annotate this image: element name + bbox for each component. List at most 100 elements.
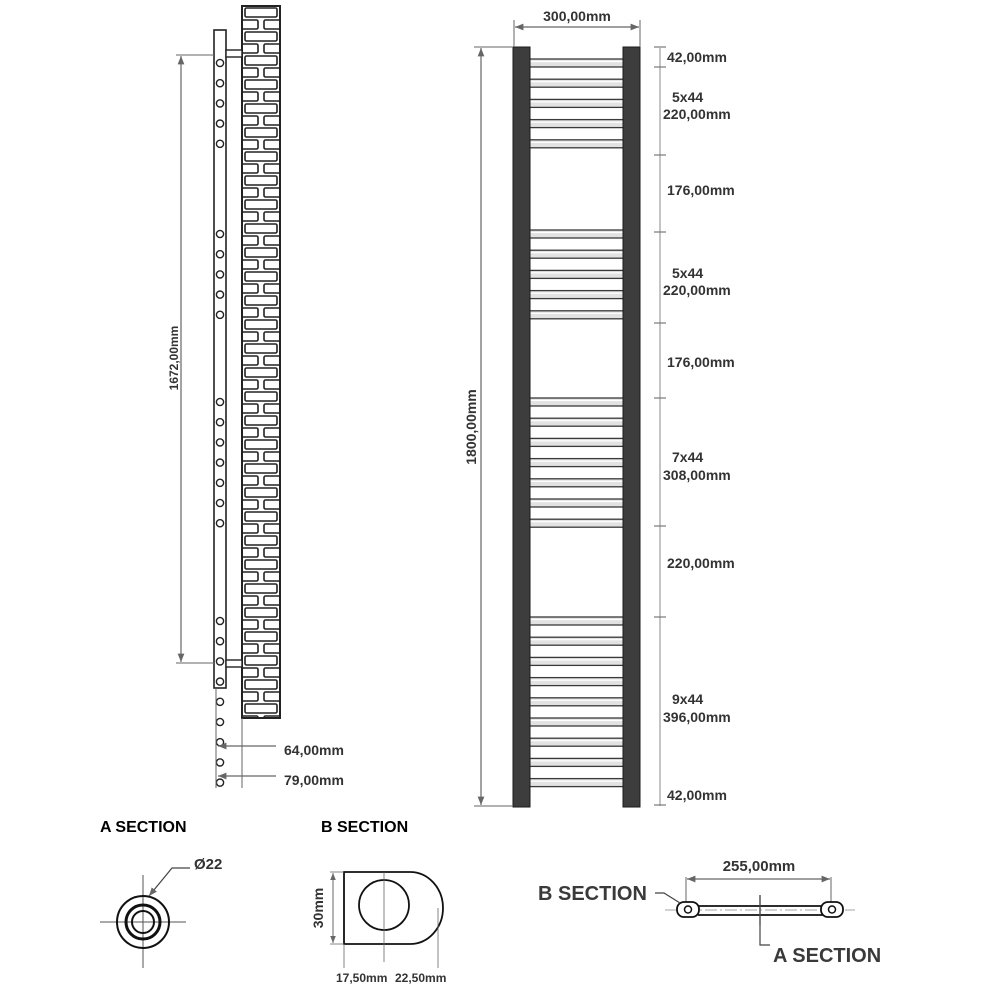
diameter-leader [148,867,190,897]
crossbars [526,58,627,788]
bar-end-marker-12 [215,417,225,427]
crossbar-24 [526,737,627,747]
crossbar-7 [526,249,627,259]
plan-width-label: 255,00mm [723,858,796,875]
bar-end-marker-24 [215,737,225,747]
bar-end-marker-3 [215,99,225,108]
plan-view: 255,00mm B SECTION A SECTION [538,858,881,967]
plan-left-bracket [676,901,700,918]
bottom-gap-label: 42,00mm [667,787,727,803]
crossbar-9 [526,289,627,300]
section-a: A SECTION Ø22 [100,819,222,968]
bar-end-marker-17 [215,518,225,528]
crossbar-14 [526,457,627,468]
section-a-title: A SECTION [100,819,187,836]
bar-end-markers [215,58,225,787]
group2-count-label: 5x44 [672,265,703,281]
group3-length-label: 308,00mm [663,467,731,483]
bar-end-marker-21 [215,677,225,686]
bracket-left-label: 17,50mm [336,971,387,985]
bar-end-marker-19 [215,636,225,646]
bar-end-marker-18 [215,616,225,626]
bar-end-marker-1 [215,58,225,68]
crossbar-20 [526,656,627,667]
diameter-label: Ø22 [194,856,222,873]
bar-end-marker-2 [215,78,225,88]
plan-a-section-leader [759,895,770,946]
bar-end-marker-10 [215,310,225,320]
plan-b-section-leader [655,892,681,904]
group1-count-label: 5x44 [672,89,703,105]
total-height-label: 1800,00mm [463,389,479,465]
crossbar-17 [526,518,627,528]
tube-mid-circle [124,903,162,941]
bar-end-marker-14 [215,458,225,467]
bar-end-marker-23 [215,717,225,727]
crossbar-21 [526,676,627,687]
side-rail-tube [213,29,227,689]
bar-end-marker-9 [215,290,225,299]
group3-count-label: 7x44 [672,449,703,465]
crossbar-3 [526,98,627,109]
top-wall-bracket [225,49,243,58]
bottom-wall-bracket [225,659,243,668]
crossbar-2 [526,78,627,88]
bar-end-marker-4 [215,119,225,128]
plan-b-section-label: B SECTION [538,883,647,905]
crossbar-23 [526,717,627,727]
bar-end-marker-5 [215,139,225,149]
bar-end-marker-20 [215,657,225,666]
bar-end-marker-25 [215,758,225,767]
brick-wall [241,5,281,719]
tube-outer-circle [116,895,170,949]
crossbar-8 [526,269,627,280]
plan-a-section-label: A SECTION [773,945,881,967]
bar-end-marker-26 [215,778,225,787]
bar-end-marker-16 [215,498,225,508]
crossbar-1 [526,58,627,68]
crossbar-19 [526,636,627,646]
group1-length-label: 220,00mm [663,106,731,122]
group2-length-label: 220,00mm [663,282,731,298]
right-dim-ticks [654,46,666,806]
gap1-label: 176,00mm [667,182,735,198]
front-view: 300,00mm 1800,00mm 42,00mm 5x44 220,00mm… [463,8,735,808]
crossbar-22 [526,697,627,707]
crossbar-4 [526,118,627,129]
side-height-label: 1672,00mm [167,326,181,391]
gap2-label: 176,00mm [667,354,735,370]
plan-right-bracket [820,901,844,918]
group4-count-label: 9x44 [672,691,703,707]
crossbar-6 [526,229,627,239]
side-view: 1672,00mm 64,00mm 79,00mm [167,5,344,788]
bracket-height-label: 30mm [310,888,326,928]
group4-length-label: 396,00mm [663,709,731,725]
crossbar-11 [526,397,627,407]
crossbar-13 [526,437,627,448]
crossbar-26 [526,777,627,788]
tube-inner-circle [131,910,155,934]
bar-end-marker-8 [215,270,225,279]
crossbar-16 [526,498,627,508]
gap3-label: 220,00mm [667,555,735,571]
width-label: 300,00mm [543,8,611,24]
depth-outer-label: 79,00mm [284,772,344,788]
crossbar-15 [526,478,627,488]
bar-end-marker-22 [215,697,225,707]
bar-end-marker-15 [215,478,225,488]
bar-end-marker-7 [215,249,225,259]
top-gap-label: 42,00mm [667,49,727,65]
bar-end-marker-11 [215,397,225,407]
crossbar-10 [526,310,627,320]
right-vertical-rail [622,46,641,808]
bracket-right-label: 22,50mm [395,971,446,985]
left-vertical-rail [512,46,531,808]
crossbar-18 [526,616,627,626]
section-b-title: B SECTION [321,819,408,836]
bar-end-marker-13 [215,438,225,447]
bracket-profile [343,871,444,945]
section-b: B SECTION 30mm 17,50mm 22,50mm [310,819,446,985]
crossbar-12 [526,417,627,427]
bar-end-marker-6 [215,229,225,239]
